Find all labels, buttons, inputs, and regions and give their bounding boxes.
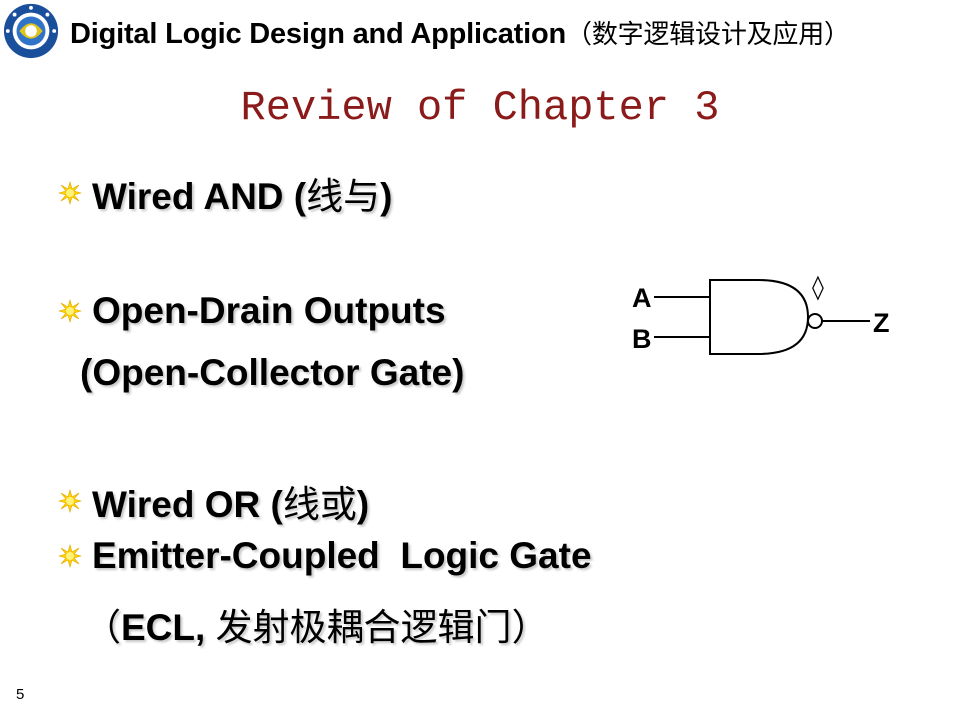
header-title-cn: （数字逻辑设计及应用） [566, 20, 850, 50]
sunburst-bullet-icon [58, 489, 82, 513]
sunburst-bullet-icon [58, 299, 82, 323]
ecl-close-paren: ） [511, 606, 549, 649]
bullet-label: Wired AND ( [92, 176, 307, 217]
bullet-label-cn: 线或 [282, 483, 357, 526]
nand-gate-body [709, 279, 810, 355]
sunburst-bullet-icon [58, 544, 82, 568]
ecl-open-paren: （ [84, 606, 121, 649]
bullet-label: Open-Drain Outputs [92, 290, 446, 331]
slide-title: Review of Chapter 3 [240, 84, 720, 132]
university-seal-icon [3, 3, 59, 59]
input-a-label: A [632, 283, 652, 313]
bullet-label: Wired OR ( [92, 484, 283, 525]
open-drain-nand-gate-diagram: A B Z ◊ [632, 273, 890, 355]
output-z-label: Z [873, 308, 890, 338]
ecl-line: （ECL, 发射极耦合逻辑门） [84, 597, 549, 651]
bullet-open-drain: Open-Drain Outputs [58, 290, 446, 332]
bullet-wired-or: Wired OR (线或) [58, 474, 369, 528]
open-collector-line: (Open-Collector Gate) [80, 352, 465, 393]
page-number: 5 [16, 686, 25, 703]
open-drain-diamond-icon: ◊ [812, 273, 824, 301]
ecl-abbrev: ECL, [121, 607, 216, 648]
bullet-label-end: ) [356, 484, 370, 525]
header-title: Digital Logic Design and Application（数字逻… [70, 14, 850, 51]
bullet-ecl: Emitter-Coupled Logic Gate [58, 535, 592, 577]
bullet-label: Emitter-Coupled Logic Gate [92, 535, 592, 576]
input-b-label: B [632, 324, 652, 354]
ecl-cn: 发射极耦合逻辑门 [215, 606, 512, 649]
bullet-label-cn: 线与 [306, 175, 381, 218]
bullet-label-end: ) [380, 176, 393, 217]
header-title-en: Digital Logic Design and Application [70, 18, 567, 50]
bullet-wired-and: Wired AND (线与) [58, 166, 392, 220]
sunburst-bullet-icon [58, 181, 82, 205]
inversion-bubble [807, 313, 823, 329]
